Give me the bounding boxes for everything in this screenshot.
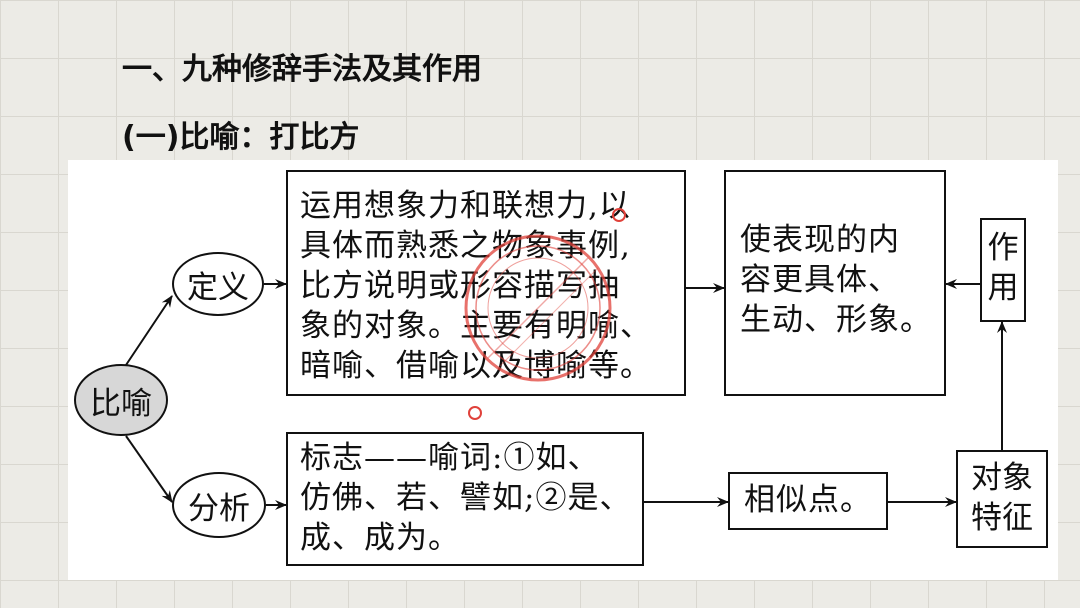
definition-line: 暗喻、借喻以及博喻等。 (300, 348, 652, 384)
definition-line: 象的对象。主要有明喻、 (300, 308, 652, 344)
effect-line: 使表现的内 (740, 222, 900, 258)
arrow-root-to-definition (125, 295, 173, 366)
definition-line: 运用想象力和联想力,以 (300, 188, 631, 224)
red-circle-mark (468, 406, 482, 420)
red-circle-mark (612, 208, 626, 222)
marker-line: 成、成为。 (300, 520, 460, 556)
feature-line: 特征 (971, 500, 1033, 536)
function-line: 作 (987, 230, 1019, 266)
effect-line: 生动、形象。 (740, 302, 932, 338)
definition-line: 比方说明或形容描写抽 (300, 268, 620, 304)
marker-box: 标志——喻词:①如、 仿佛、若、譬如;②是、 成、成为。 (286, 432, 644, 566)
function-box: 作 用 (980, 218, 1026, 322)
similarity-box: 相似点。 (728, 472, 888, 530)
definition-node: 定义 (172, 252, 264, 316)
definition-line: 具体而熟悉之物象事例, (300, 228, 631, 264)
connector-layer (125, 279, 1007, 510)
diagram-panel: 比喻 定义 分析 运用想象力和联想力,以 具体而熟悉之物象事例, 比方说明或形容… (68, 160, 1058, 580)
function-line: 用 (987, 270, 1019, 306)
analysis-node: 分析 (172, 472, 266, 538)
section-title: 一、九种修辞手法及其作用 (122, 52, 482, 87)
definition-box: 运用想象力和联想力,以 具体而熟悉之物象事例, 比方说明或形容描写抽 象的对象。… (286, 170, 686, 396)
feature-box: 对象 特征 (956, 450, 1048, 548)
feature-line: 对象 (971, 460, 1033, 496)
effect-line: 容更具体、 (740, 262, 900, 298)
marker-line: 仿佛、若、譬如;②是、 (300, 480, 632, 516)
effect-box: 使表现的内 容更具体、 生动、形象。 (724, 170, 946, 396)
marker-line: 标志——喻词:①如、 (300, 440, 600, 476)
subsection-title: (一)比喻：打比方 (122, 120, 360, 155)
arrow-root-to-analysis (125, 435, 173, 503)
root-node: 比喻 (74, 364, 168, 436)
